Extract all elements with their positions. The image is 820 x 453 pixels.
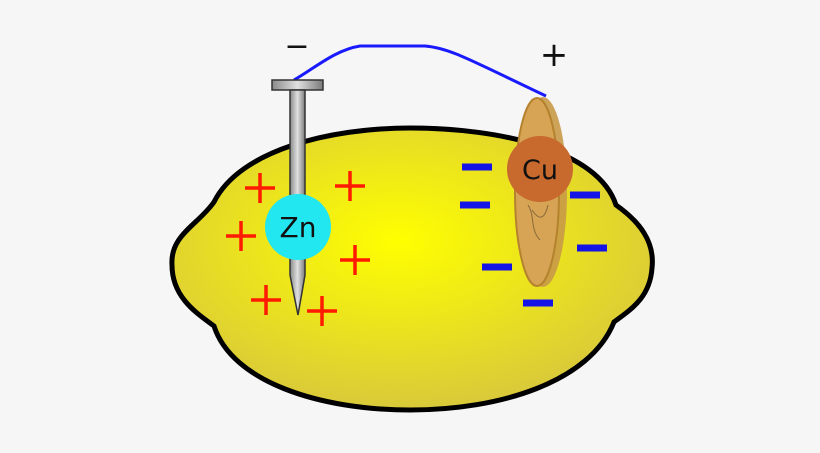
- zinc-circle: [265, 194, 331, 260]
- negative-charge: [577, 244, 607, 252]
- negative-charge: [460, 201, 490, 209]
- copper-circle: [507, 136, 573, 202]
- copper-label: Cu: [522, 155, 558, 186]
- positive-charge: [245, 173, 275, 203]
- positive-charge: [340, 245, 370, 275]
- positive-charges: [226, 171, 370, 326]
- positive-charge: [226, 221, 256, 251]
- negative-charge: [482, 263, 512, 271]
- negative-charge: [570, 191, 600, 199]
- positive-charge: [307, 296, 337, 326]
- positive-charge: [335, 171, 365, 201]
- zinc-label: Zn: [280, 211, 317, 244]
- positive-charge: [251, 285, 281, 315]
- negative-charge: [523, 299, 553, 307]
- lemon: [169, 125, 655, 413]
- negative-charges: [460, 163, 607, 307]
- negative-charge: [462, 163, 492, 171]
- positive-terminal-label: +: [540, 35, 569, 75]
- wire: [293, 44, 547, 98]
- negative-terminal-label: −: [284, 29, 309, 64]
